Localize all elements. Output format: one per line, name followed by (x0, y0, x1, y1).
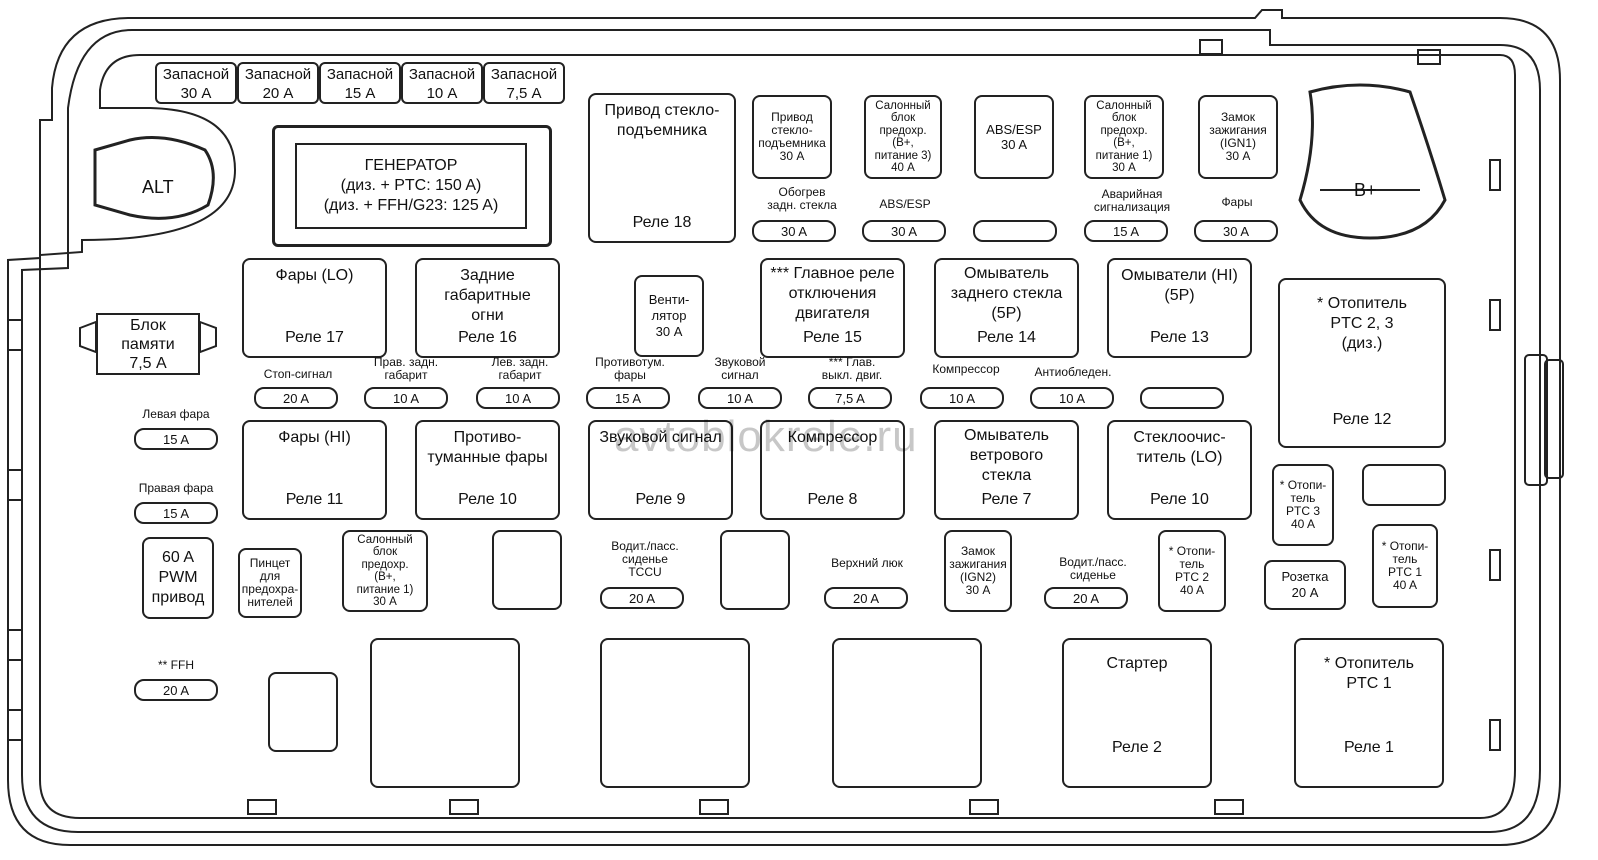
heater-ptc2-fuse: * Отопи- тель PTC 2 40 A (1158, 530, 1226, 612)
empty-fuse-slot (973, 220, 1057, 242)
rear-heat-fuse: 30 A (752, 220, 836, 242)
ignition-ign1-fuse: Замок зажигания (IGN1) 30 A (1198, 95, 1278, 179)
abs-label: ABS/ESP (879, 197, 931, 211)
generator-fuse: ГЕНЕРАТОР (диз. + PTC: 150 A) (диз. + FF… (295, 143, 527, 229)
main-switch-label: *** Глав. выкл. двиг. (821, 355, 883, 382)
stop-label: Стоп-сигнал (263, 367, 333, 381)
rear-heat-label: Обогрев задн. стекла (767, 185, 837, 212)
empty-fuse-slot (720, 530, 790, 610)
hazard-label: Аварийная сигнализация (1093, 187, 1171, 214)
relay-12: * Отопитель PTC 2, 3 (диз.)Реле 12 (1278, 278, 1446, 448)
horn-label: Звуковой сигнал (714, 355, 766, 382)
empty-relay-slot (370, 638, 520, 788)
abs-fuse: 30 A (862, 220, 946, 242)
abs-esp-fuse: ABS/ESP 30 A (974, 95, 1054, 179)
sunroof-fuse: 20 A (824, 587, 908, 609)
relay-10-wiper: Стеклоочис- титель (LO)Реле 10 (1107, 420, 1252, 520)
empty-relay-slot (832, 638, 982, 788)
cabin-fuse-block-power3-fuse: Салонный блок предохр. (B+, питание 3) 4… (864, 95, 942, 179)
fan-fuse: Венти- лятор 30 A (634, 275, 704, 357)
seat-fuse: 20 A (1044, 587, 1128, 609)
ignition-ign2-fuse: Замок зажигания (IGN2) 30 A (944, 530, 1012, 612)
window-lift-fuse: Привод стекло- подъемника 30 A (752, 95, 832, 179)
socket-fuse: Розетка 20 A (1264, 560, 1346, 610)
relay-17: Фары (LO)Реле 17 (242, 258, 387, 358)
empty-fuse-slot (492, 530, 562, 610)
fog-fuse: 15 A (586, 387, 670, 409)
right-rear-position-fuse: 10 A (364, 387, 448, 409)
right-rear-position-label: Прав. задн. габарит (373, 355, 439, 382)
anti-ice-fuse: 10 A (1030, 387, 1114, 409)
fog-label: Противотум. фары (595, 355, 665, 382)
stop-fuse: 20 A (254, 387, 338, 409)
seat-label: Водит./пасс. сиденье (1059, 555, 1127, 582)
main-switch-fuse: 7,5 A (808, 387, 892, 409)
left-headlight-label: Левая фара (142, 407, 210, 421)
lights-fuse: 30 A (1194, 220, 1278, 242)
compressor-fuse: 10 A (920, 387, 1004, 409)
horn-fuse: 10 A (698, 387, 782, 409)
seat-tccu-label: Водит./пасс. сиденье TCCU (611, 539, 679, 579)
compressor-fuse-label: Компрессор (932, 362, 1000, 376)
alt-terminal-label: ALT (142, 177, 174, 197)
watermark: avtoblokrele.ru (614, 412, 918, 461)
right-headlight-fuse: 15 A (134, 502, 218, 524)
left-rear-position-fuse: 10 A (476, 387, 560, 409)
empty-fuse-slot (268, 672, 338, 752)
heater-ptc3-fuse: * Отопи- тель PTC 3 40 A (1272, 464, 1334, 546)
fuse-tweezers: Пинцет для предохра- нителей (238, 548, 302, 618)
memory-block-fuse: Блок памяти 7,5 A (96, 313, 200, 375)
empty-relay-slot (1362, 464, 1446, 506)
relay-13: Омыватели (HI) (5P)Реле 13 (1107, 258, 1252, 358)
ffh-label: ** FFH (158, 658, 194, 672)
lights-label: Фары (1221, 195, 1253, 209)
bplus-terminal-label: B+ (1354, 180, 1377, 200)
right-headlight-label: Правая фара (138, 481, 214, 495)
anti-ice-label: Антиобледен. (1034, 365, 1112, 379)
hazard-fuse: 15 A (1084, 220, 1168, 242)
left-rear-position-label: Лев. задн. габарит (491, 355, 549, 382)
pwm-drive-fuse: 60 A PWM привод (142, 537, 214, 619)
seat-tccu-fuse: 20 A (600, 587, 684, 609)
cabin-fuse-block-power1-lower-fuse: Салонный блок предохр. (B+, питание 1) 3… (342, 530, 428, 612)
empty-relay-slot (600, 638, 750, 788)
ffh-fuse: 20 A (134, 679, 218, 701)
left-headlight-fuse: 15 A (134, 428, 218, 450)
relay-14: Омыватель заднего стекла (5P)Реле 14 (934, 258, 1079, 358)
relay-11: Фары (HI)Реле 11 (242, 420, 387, 520)
empty-fuse-slot (1140, 387, 1224, 409)
cabin-fuse-block-power1-fuse: Салонный блок предохр. (B+, питание 1) 3… (1084, 95, 1164, 179)
heater-ptc1-fuse: * Отопи- тель PTC 1 40 A (1372, 524, 1438, 608)
sunroof-label: Верхний люк (831, 556, 903, 570)
